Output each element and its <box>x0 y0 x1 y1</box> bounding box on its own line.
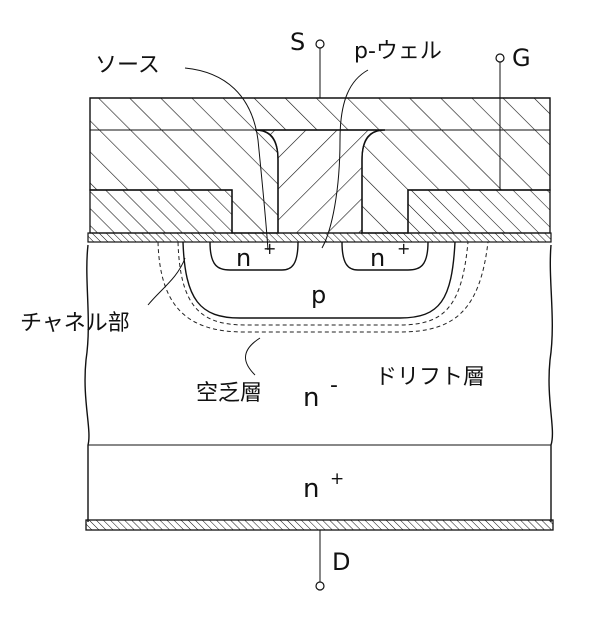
drain-metal <box>85 519 554 531</box>
p-region-label: p <box>311 281 326 309</box>
channel-label: チャネル部 <box>20 311 130 336</box>
p-well-region <box>182 241 456 319</box>
gate-terminal-label: G <box>512 44 531 72</box>
source-contact <box>254 129 386 234</box>
channel-leader <box>147 257 186 306</box>
p-well-leader <box>321 69 369 249</box>
n-plus-right-region <box>341 241 429 271</box>
source-leader <box>184 67 269 251</box>
n-minus-label: n <box>303 383 319 413</box>
source-terminal: S <box>290 28 325 98</box>
n-plus-right-sup: + <box>397 239 410 258</box>
depletion-leader <box>245 337 261 376</box>
gate-poly-right <box>407 189 551 234</box>
depletion-label: 空乏層 <box>196 381 262 406</box>
gate-terminal: G <box>495 44 531 72</box>
depletion-boundary <box>157 241 489 333</box>
n-plus-right-label: n <box>370 244 385 272</box>
substrate-block <box>84 244 554 522</box>
n-plus-left-label: n <box>236 244 251 272</box>
drain-terminal: D <box>315 530 350 591</box>
n-plus-left-region <box>209 241 299 271</box>
n-plus-left-sup: + <box>263 239 276 258</box>
n-minus-sup: - <box>330 373 338 398</box>
source-terminal-label: S <box>290 28 305 56</box>
p-well-label: p-ウェル <box>354 39 442 64</box>
gate-oxide-strip <box>87 232 552 243</box>
drain-terminal-label: D <box>332 548 350 576</box>
source-region-label: ソース <box>95 53 160 78</box>
drift-layer-label: ドリフト層 <box>375 365 485 390</box>
n-plus-substrate-sup: + <box>330 469 344 489</box>
gate-poly-left <box>89 189 233 234</box>
n-plus-substrate-label: n <box>303 474 319 504</box>
